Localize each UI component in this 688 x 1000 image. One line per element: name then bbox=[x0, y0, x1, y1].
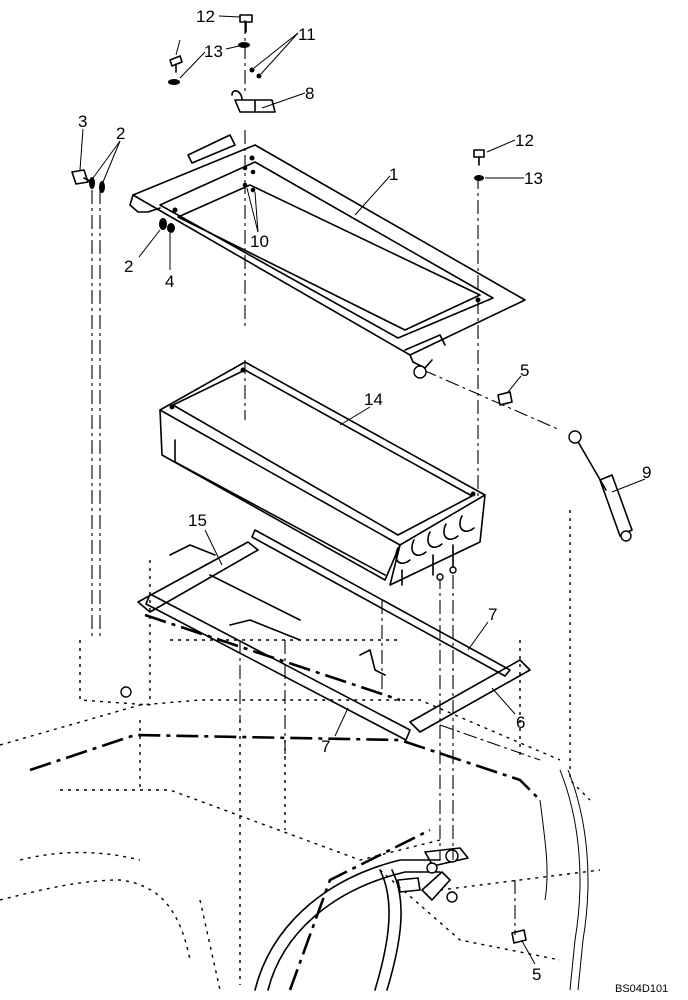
nut-part-4 bbox=[167, 223, 175, 233]
cover-plate-part-1 bbox=[129, 134, 526, 379]
callout-5-lower: 5 bbox=[532, 965, 541, 984]
gas-strut-part-9 bbox=[568, 430, 633, 542]
alignment-lines bbox=[91, 20, 561, 935]
callout-11: 11 bbox=[298, 25, 316, 44]
figure-code: BS04D101 bbox=[615, 983, 668, 995]
callout-2-left: 2 bbox=[116, 124, 125, 143]
callout-12-top: 12 bbox=[196, 7, 215, 26]
callout-labels: 12 13 11 8 3 2 1 12 13 10 2 4 5 14 9 15 … bbox=[78, 7, 668, 995]
callout-2-lower: 2 bbox=[124, 257, 133, 276]
callout-13-top: 13 bbox=[204, 42, 223, 61]
callout-7-lower: 7 bbox=[321, 737, 330, 756]
callout-1: 1 bbox=[389, 165, 398, 184]
bolt-part-12-right bbox=[473, 149, 485, 166]
mounting-frame-part-15 bbox=[137, 529, 531, 741]
heater-hose-fittings bbox=[120, 686, 469, 903]
callout-5-upper: 5 bbox=[520, 361, 529, 380]
callout-13-right: 13 bbox=[524, 169, 543, 188]
callout-14: 14 bbox=[364, 390, 383, 409]
callout-8: 8 bbox=[305, 84, 314, 103]
screws-part-11 bbox=[249, 67, 262, 79]
washer-part-13-right bbox=[474, 175, 484, 181]
bracket-part-8 bbox=[231, 90, 276, 113]
leader-lines bbox=[79, 15, 646, 965]
screws-part-10 bbox=[242, 165, 256, 193]
callout-12-right: 12 bbox=[515, 131, 534, 150]
vehicle-body-outline bbox=[0, 510, 601, 991]
heater-housing-part-14 bbox=[159, 361, 486, 586]
clip-part-5-upper bbox=[497, 391, 513, 406]
clip-part-5-lower bbox=[511, 929, 527, 944]
washers-part-2 bbox=[89, 177, 167, 230]
callout-3: 3 bbox=[78, 112, 87, 131]
callout-4: 4 bbox=[165, 272, 174, 291]
bolt-part-12-top bbox=[169, 14, 253, 73]
callout-10: 10 bbox=[250, 232, 269, 251]
callout-7-right: 7 bbox=[488, 605, 497, 624]
callout-6: 6 bbox=[516, 713, 525, 732]
washer-part-13-top bbox=[168, 42, 250, 85]
callout-15: 15 bbox=[188, 511, 207, 530]
callout-9: 9 bbox=[642, 463, 651, 482]
